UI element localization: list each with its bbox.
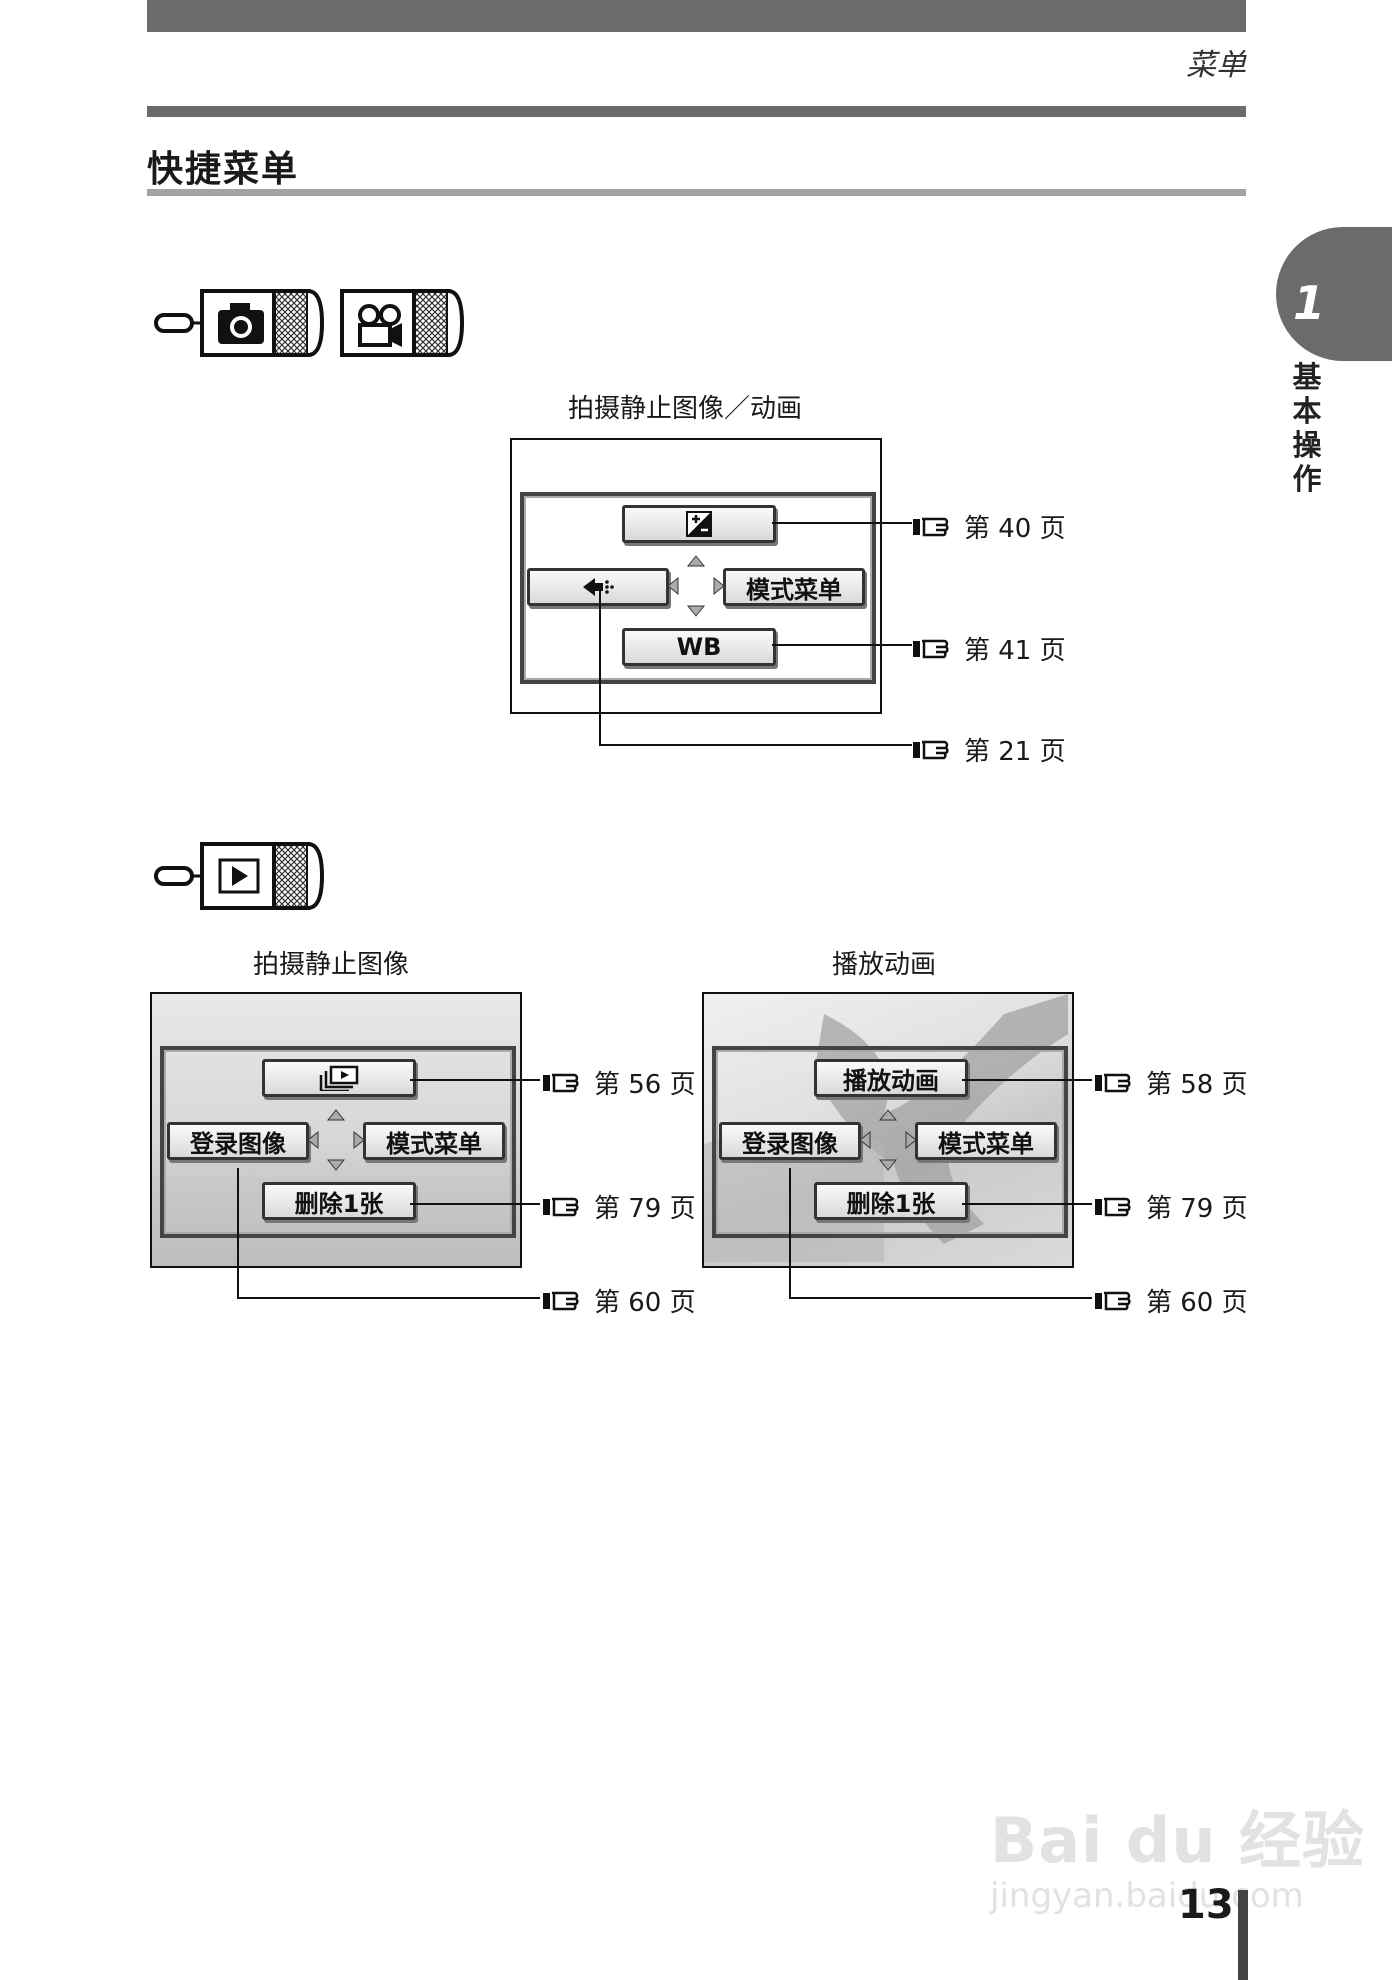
index-display-icon: [319, 1065, 359, 1091]
section1-caption: 拍摄静止图像／动画: [568, 394, 803, 424]
pointing-hand-icon: [913, 639, 949, 658]
reference-link[interactable]: 第 58 页: [1094, 1064, 1248, 1101]
watermark-url: jingyan.baidu.com: [990, 1876, 1304, 1916]
image-quality-icon: [583, 578, 614, 596]
leader-lines-section2: [237, 1079, 1092, 1299]
watermark-logo: Bai du 经验: [990, 1804, 1366, 1877]
reference-link[interactable]: 第 56 页: [542, 1064, 696, 1101]
play-movie-button[interactable]: 播放动画: [814, 1059, 968, 1097]
section2-left-caption: 拍摄静止图像: [253, 950, 410, 980]
pointing-hand-icon: [1095, 1073, 1131, 1092]
pointing-hand-icon: [1095, 1197, 1131, 1216]
section2-right-caption: 播放动画: [832, 950, 937, 980]
quick-menu-panel: [520, 492, 876, 684]
delete-one-button[interactable]: 删除1张: [262, 1182, 416, 1220]
page-number-bar: [1238, 1890, 1248, 1980]
reference-link[interactable]: 第 60 页: [1094, 1282, 1248, 1319]
reference-link[interactable]: 第 40 页: [912, 508, 1066, 545]
index-display-button[interactable]: [262, 1059, 416, 1097]
reference-link[interactable]: 第 79 页: [542, 1188, 696, 1225]
reference-page-text: 第 40 页: [964, 514, 1066, 544]
reference-page-text: 第 41 页: [964, 636, 1066, 666]
pointing-hand-icon: [913, 740, 949, 759]
pointing-hand-icon: [1095, 1291, 1131, 1310]
reference-link[interactable]: 第 41 页: [912, 630, 1066, 667]
page-number: 13: [1178, 1882, 1234, 1928]
reference-link[interactable]: 第 21 页: [912, 731, 1066, 768]
mode-menu-button[interactable]: 模式菜单: [915, 1122, 1057, 1160]
pointing-hand-icon: [543, 1291, 579, 1310]
white-balance-button[interactable]: WB: [622, 628, 776, 666]
pointing-hand-icon: [543, 1197, 579, 1216]
title-rule: [147, 189, 1246, 196]
image-quality-button[interactable]: [527, 568, 669, 606]
reference-link[interactable]: 第 79 页: [1094, 1188, 1248, 1225]
reference-page-text: 第 60 页: [594, 1288, 696, 1318]
reference-page-text: 第 79 页: [1146, 1194, 1248, 1224]
reference-page-text: 第 21 页: [964, 737, 1066, 767]
mode-menu-button[interactable]: 模式菜单: [723, 568, 865, 606]
shooting-mode-dial-icon: [154, 289, 465, 357]
reference-page-text: 第 60 页: [1146, 1288, 1248, 1318]
reference-page-text: 第 58 页: [1146, 1070, 1248, 1100]
header-rule: [147, 106, 1246, 117]
register-image-button[interactable]: 登录图像: [167, 1122, 309, 1160]
chapter-tab: [1276, 227, 1392, 361]
arrow-keys-icon: [859, 1109, 917, 1171]
leader-lines-section1: [599, 522, 912, 746]
arrow-keys-icon: [307, 1109, 365, 1171]
register-image-button[interactable]: 登录图像: [719, 1122, 861, 1160]
reference-page-text: 第 79 页: [594, 1194, 696, 1224]
bird-photo-background: [704, 994, 1068, 1262]
mode-menu-button[interactable]: 模式菜单: [363, 1122, 505, 1160]
quick-menu-panel: [712, 1046, 1068, 1238]
exposure-compensation-button[interactable]: [622, 505, 776, 543]
top-bar: [147, 0, 1246, 32]
chapter-label: 基本操作: [1292, 360, 1322, 496]
arrow-keys-icon: [667, 555, 725, 617]
page-title: 快捷菜单: [147, 149, 300, 190]
section-header: 菜单: [1186, 48, 1246, 83]
playback-mode-dial-icon: [154, 842, 325, 910]
reference-page-text: 第 56 页: [594, 1070, 696, 1100]
exposure-compensation-icon: [686, 511, 712, 537]
pointing-hand-icon: [913, 517, 949, 536]
chapter-number: 1: [1293, 276, 1326, 330]
delete-one-button[interactable]: 删除1张: [814, 1182, 968, 1220]
reference-link[interactable]: 第 60 页: [542, 1282, 696, 1319]
pointing-hand-icon: [543, 1073, 579, 1092]
quick-menu-panel: [160, 1046, 516, 1238]
